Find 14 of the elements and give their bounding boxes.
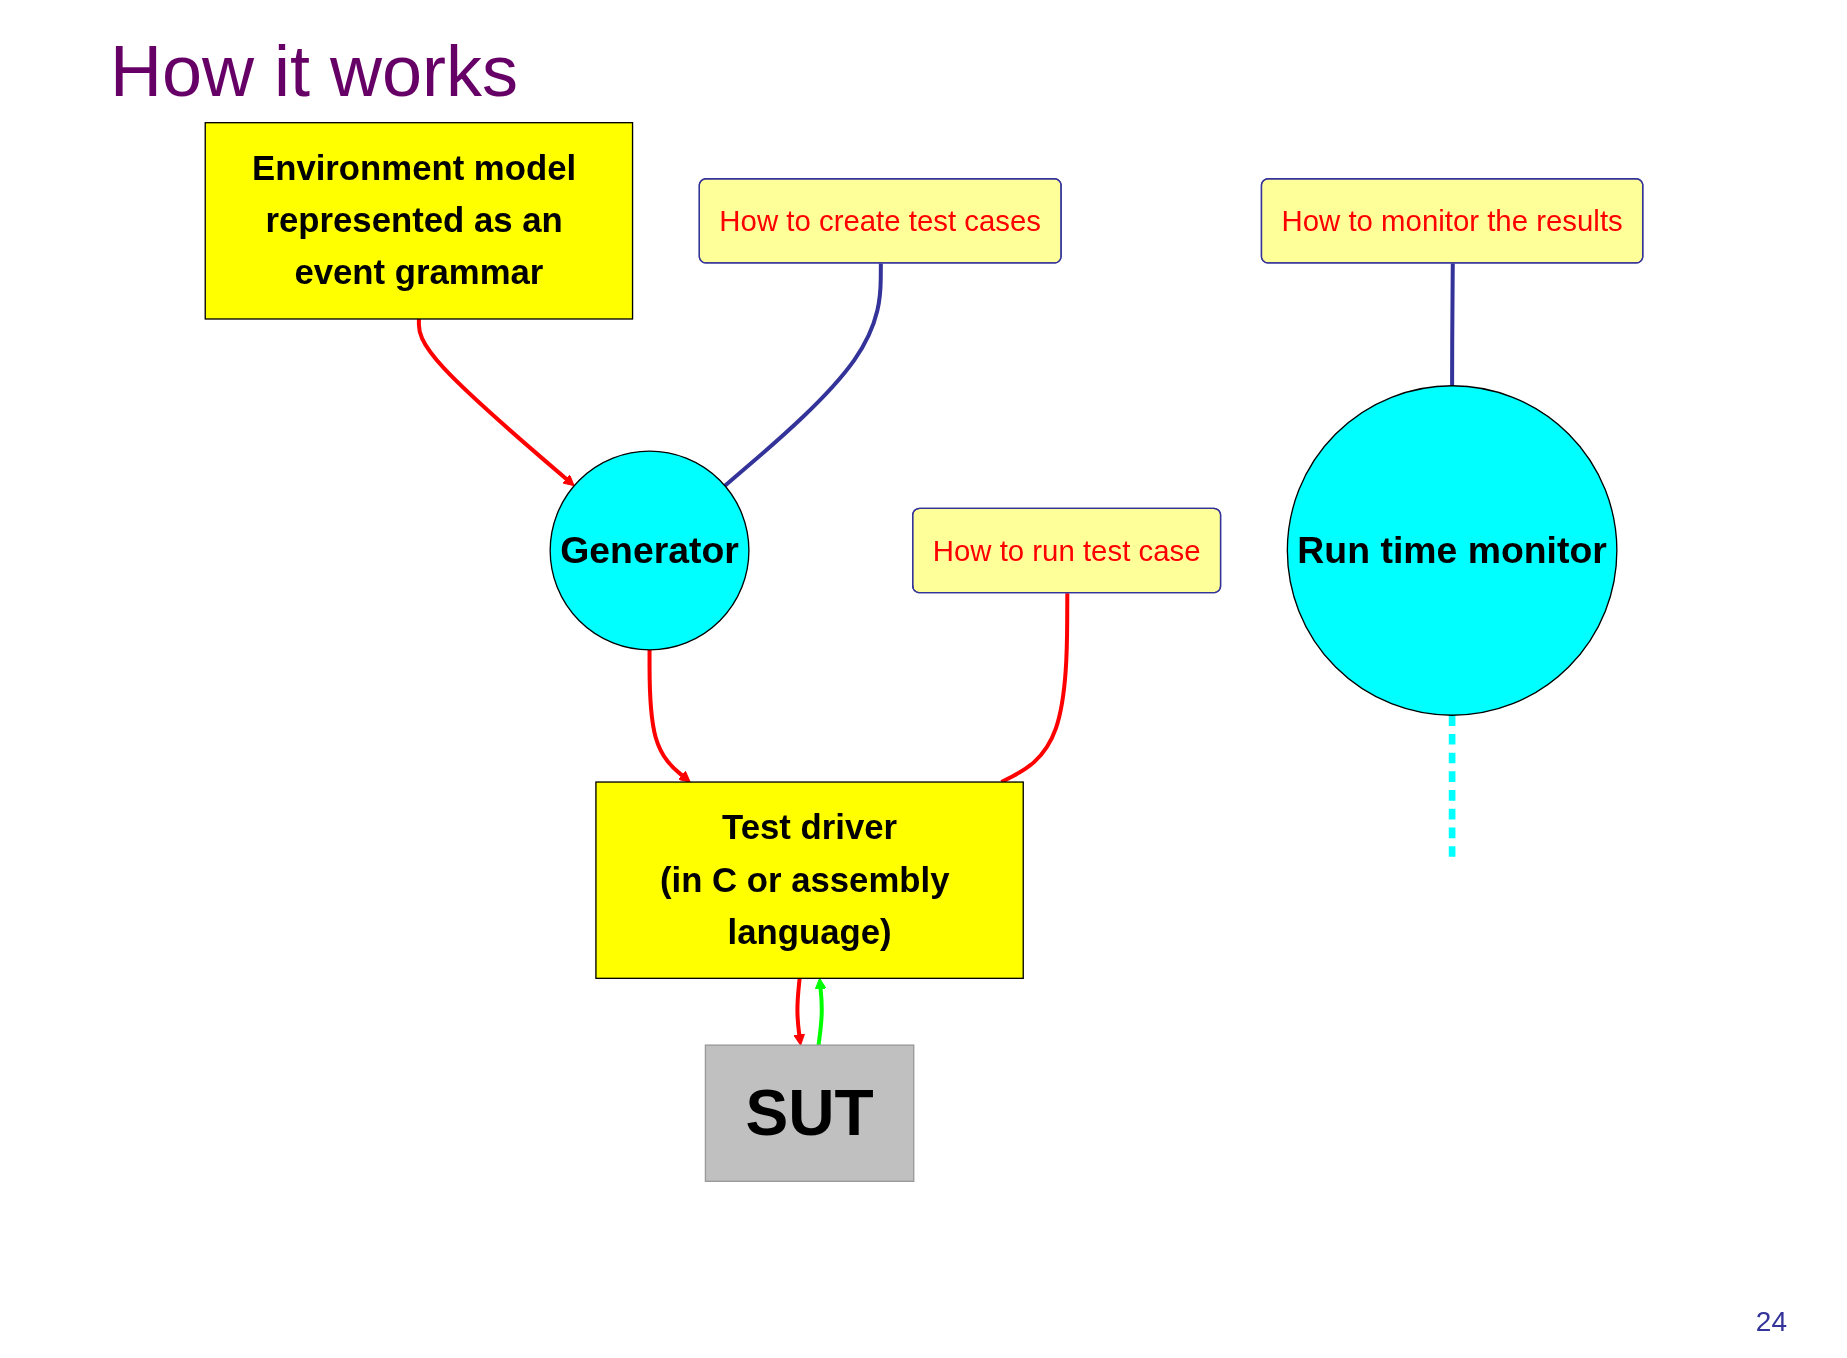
- page-number: 24: [1755, 1306, 1787, 1338]
- arrow: [814, 977, 826, 1046]
- node-box: SUT: [704, 1044, 914, 1182]
- node-circle: Run time monitor: [1286, 385, 1618, 716]
- connector: [723, 263, 883, 488]
- connector: [1449, 263, 1455, 386]
- node-box: Test driver (in C or assembly language): [594, 781, 1024, 979]
- slide-title: How it works: [110, 30, 520, 112]
- connector: [1000, 593, 1069, 784]
- arrow: [416, 319, 575, 487]
- arrow: [792, 978, 805, 1046]
- node-box: Environment model represented as an event grammar: [204, 122, 633, 320]
- arrow: [647, 649, 691, 783]
- node-circle: Generator: [549, 450, 750, 651]
